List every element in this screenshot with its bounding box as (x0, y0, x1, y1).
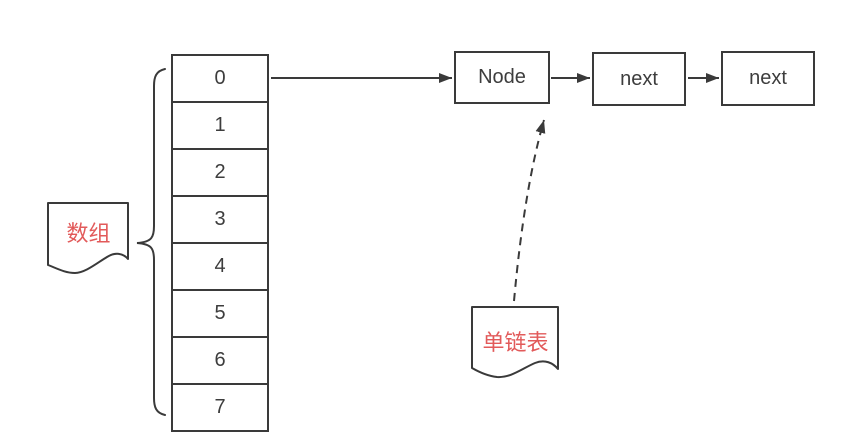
linkedlist-callout-dashed-arrow (513, 119, 546, 302)
array-cell-4: 4 (173, 242, 267, 289)
linkedlist-callout-shape (471, 306, 559, 379)
linkedlist-next-box-1: next (592, 52, 686, 106)
linkedlist-callout-label: 单链表 (482, 330, 549, 355)
array-cell-0: 0 (214, 67, 226, 89)
array-brace-icon (136, 68, 166, 416)
array-cell-5: 5 (173, 289, 267, 336)
array-callout-label: 数组 (66, 221, 111, 246)
linkedlist-node-box: Node (454, 51, 550, 104)
array-callout-shape (47, 202, 129, 274)
array-cell-6: 6 (173, 336, 267, 383)
array-cell-1: 1 (173, 101, 267, 148)
array-cell-2: 2 (173, 148, 267, 195)
array-cell-3: 3 (173, 195, 267, 242)
array-table: 0 1 2 3 4 5 6 7 (171, 54, 269, 432)
array-cell-7: 7 (173, 383, 267, 430)
linkedlist-next-box-2: next (721, 51, 815, 106)
